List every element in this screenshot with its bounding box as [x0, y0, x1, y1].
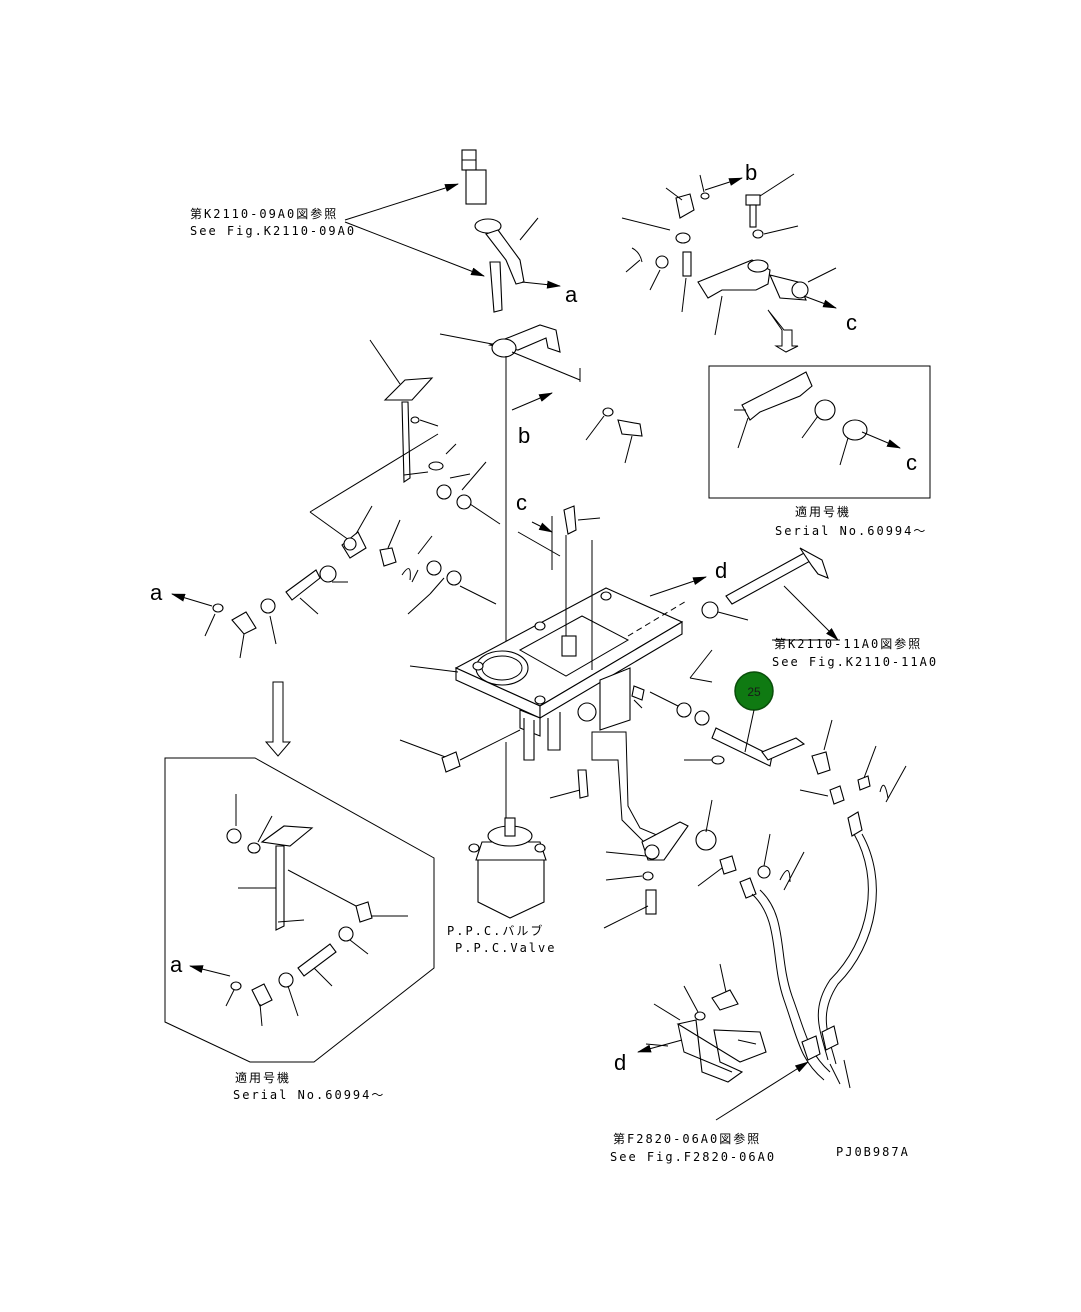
letter-a-left: a [150, 580, 163, 605]
ppc-valve-jp: P.P.C.バルブ [447, 923, 544, 938]
right-rod-parts [649, 547, 907, 1089]
upper-lever: a [474, 217, 578, 313]
serial-box-top: c [708, 365, 931, 499]
letter-b-top: b [745, 160, 757, 185]
letter-d-lower: d [614, 1050, 626, 1075]
hotspot-25-label: 25 [747, 685, 761, 699]
hotspot-25[interactable]: 25 [734, 671, 774, 753]
serial-en-top: Serial No.60994〜 [775, 524, 927, 538]
ppc-valve [468, 817, 547, 919]
ppc-valve-en: P.P.C.Valve [455, 941, 556, 955]
serial-jp-top: 適用号機 [795, 504, 851, 519]
serial-jp-bottom: 適用号機 [235, 1070, 291, 1085]
serial-en-bottom: Serial No.60994〜 [233, 1088, 385, 1102]
lower-bracket: d [614, 963, 767, 1083]
letter-c-serial-box: c [906, 450, 917, 475]
letter-c-top: c [846, 310, 857, 335]
letter-a-top: a [565, 282, 578, 307]
ref-group-k2110-09a0: 第K2110-09A0図参照 See Fig.K2110-09A0 [190, 183, 485, 277]
lower-lever-parts [591, 731, 831, 1121]
letter-d-center: d [715, 558, 727, 583]
left-linkage-row: a [150, 505, 497, 659]
ref-f2820-06a0-jp: 第F2820-06A0図参照 [613, 1131, 761, 1146]
base-plate: d c [399, 490, 727, 820]
serial-box-bottom: a [164, 757, 435, 1063]
pivot-block: b [439, 324, 643, 464]
ref-k2110-09a0-en: See Fig.K2110-09A0 [190, 224, 356, 238]
ref-k2110-09a0-jp: 第K2110-09A0図参照 [190, 206, 338, 221]
ref-k2110-11a0-en: See Fig.K2110-11A0 [772, 655, 938, 669]
drawing-number: PJ0B987A [836, 1145, 910, 1159]
letter-a-lower: a [170, 952, 183, 977]
foot-pedal [309, 339, 501, 549]
ref-f2820-06a0-en: See Fig.F2820-06A0 [610, 1150, 776, 1164]
letter-b-center: b [518, 423, 530, 448]
ref-k2110-11a0-jp: 第K2110-11A0図参照 [774, 636, 922, 651]
letter-c-center: c [516, 490, 527, 515]
upper-right-parts: b c [621, 160, 857, 353]
down-arrow-left [264, 681, 292, 757]
top-fitting [461, 149, 487, 205]
